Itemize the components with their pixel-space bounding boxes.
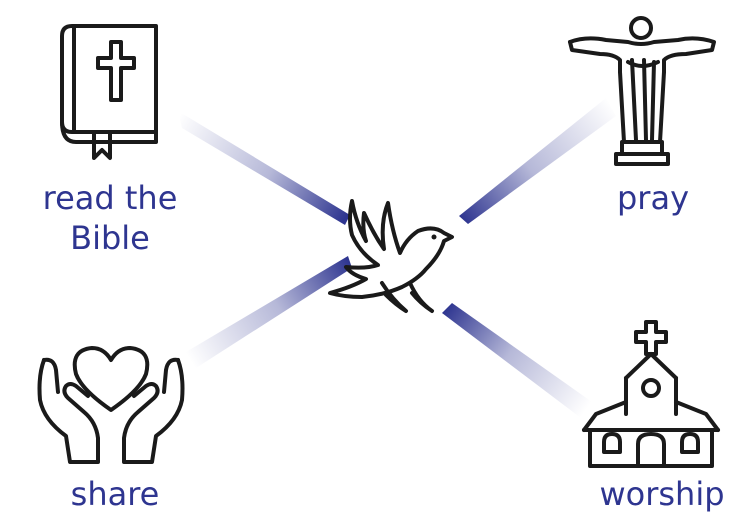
label-share: share <box>50 474 180 514</box>
ray-worship <box>442 303 592 418</box>
label-share-text: share <box>50 474 180 514</box>
dove-icon <box>322 183 462 328</box>
label-pray-text: pray <box>598 178 708 218</box>
church-icon <box>580 318 730 468</box>
label-worship-text: worship <box>582 474 742 514</box>
label-pray: pray <box>598 178 708 218</box>
label-worship: worship <box>582 474 742 514</box>
label-bible-line-1: read the <box>30 178 190 218</box>
heart-hands-icon <box>36 340 186 470</box>
label-bible: read the Bible <box>30 178 190 258</box>
christ-statue-icon <box>566 12 746 172</box>
label-bible-line-2: Bible <box>30 218 190 258</box>
bible-icon <box>56 16 166 166</box>
